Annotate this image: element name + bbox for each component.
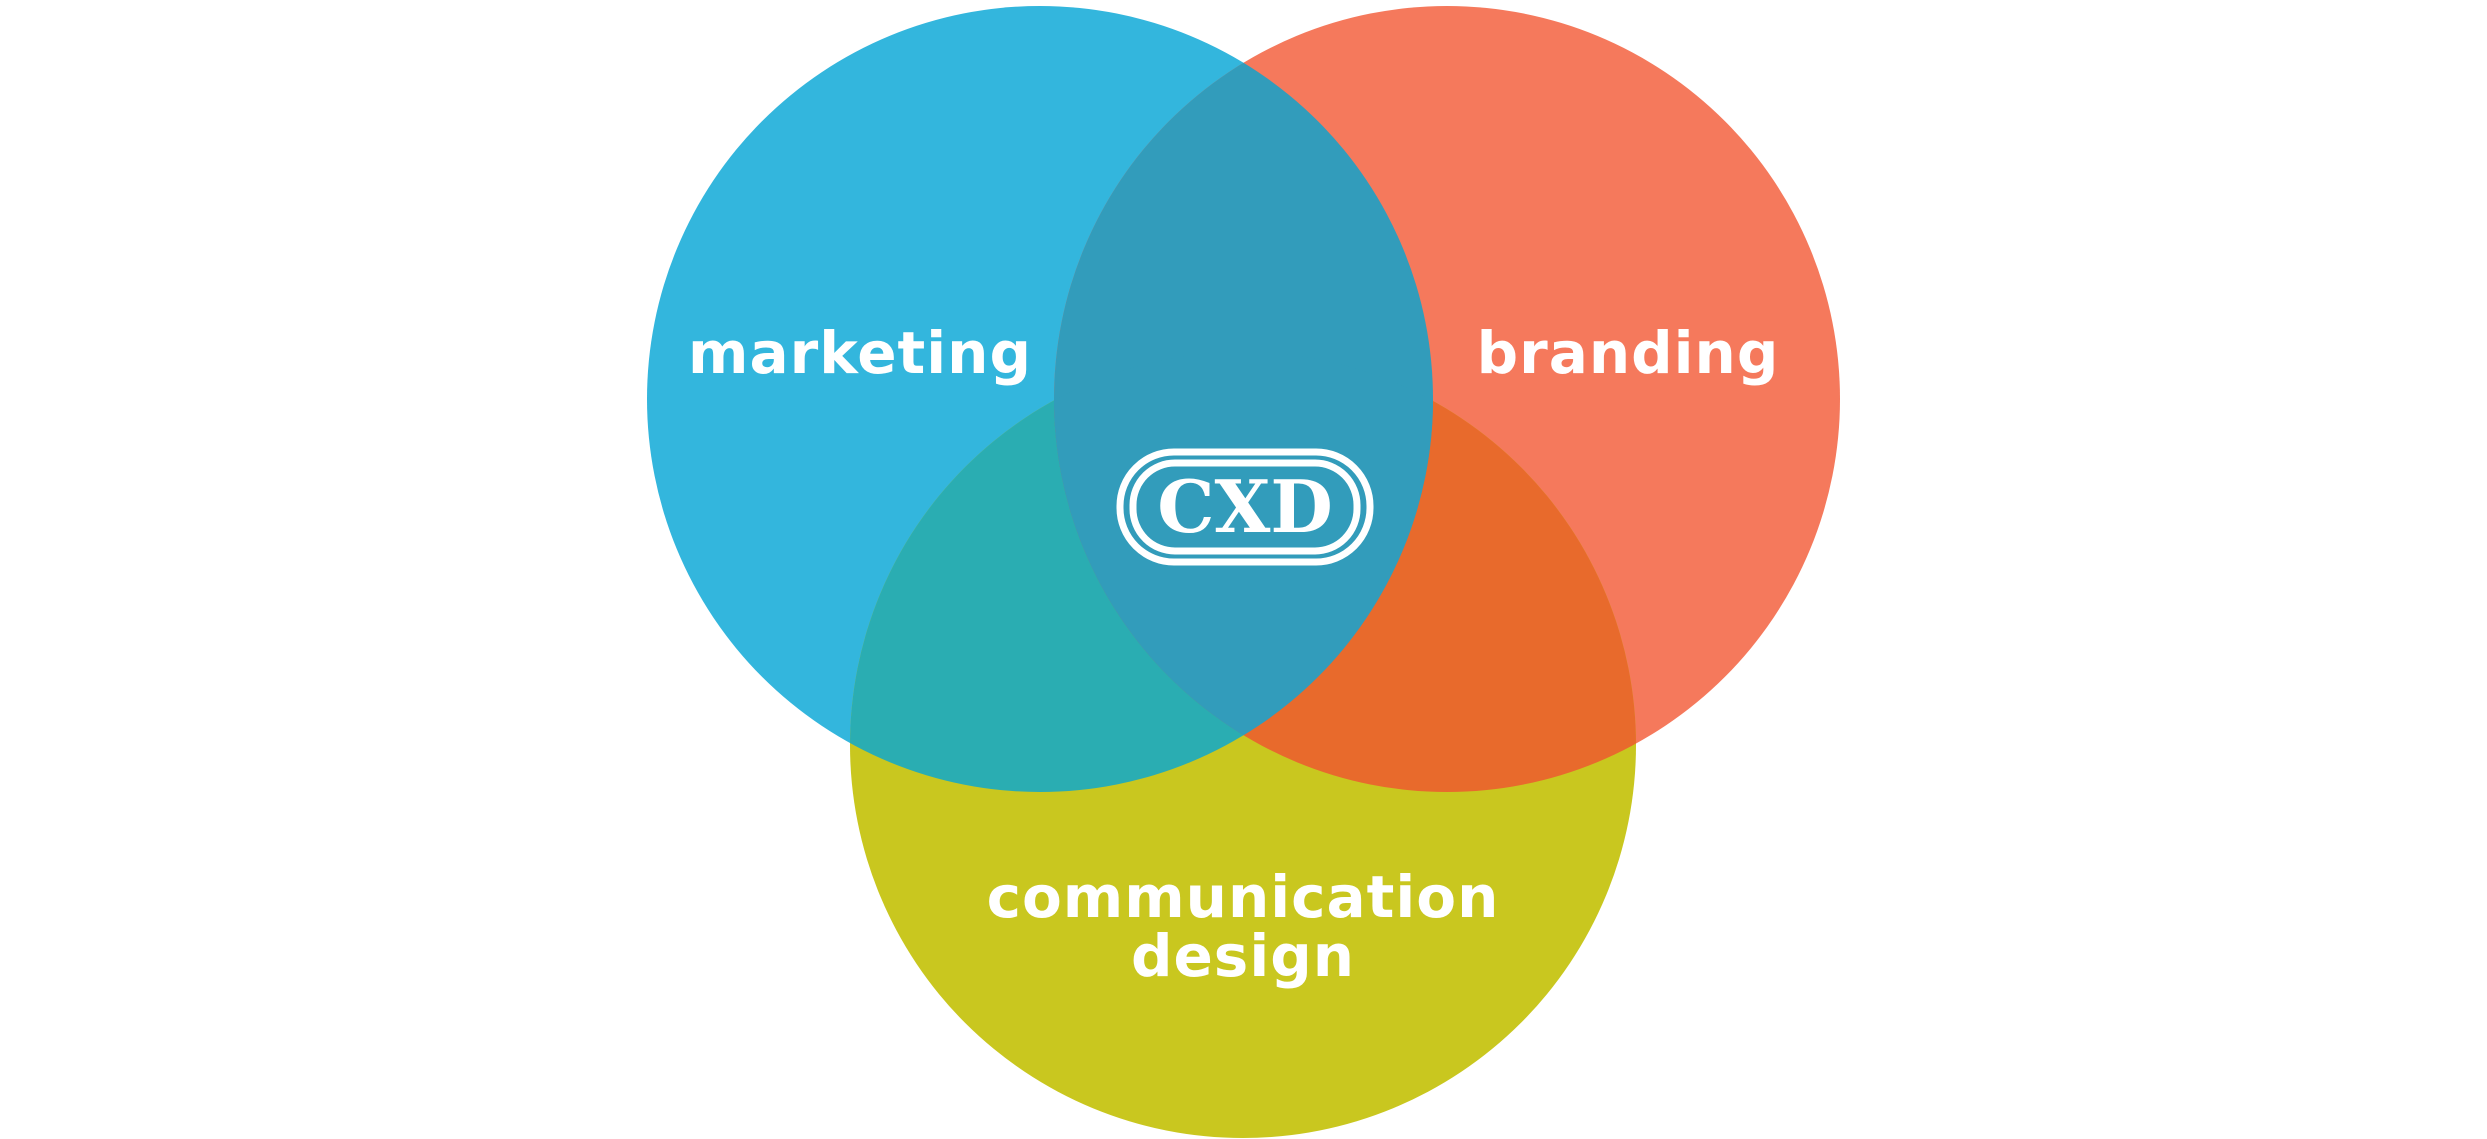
cxd-logo-outer-frame bbox=[1116, 448, 1374, 566]
branding-label: branding bbox=[1477, 319, 1780, 387]
marketing-label: marketing bbox=[688, 319, 1032, 387]
design-label: design bbox=[1131, 922, 1355, 990]
cxd-logo: CXD bbox=[1116, 448, 1374, 566]
cxd-logo-inner-frame bbox=[1129, 459, 1361, 555]
cxd-logo-text: CXD bbox=[1157, 464, 1333, 549]
communication-label: communication bbox=[987, 863, 1500, 931]
